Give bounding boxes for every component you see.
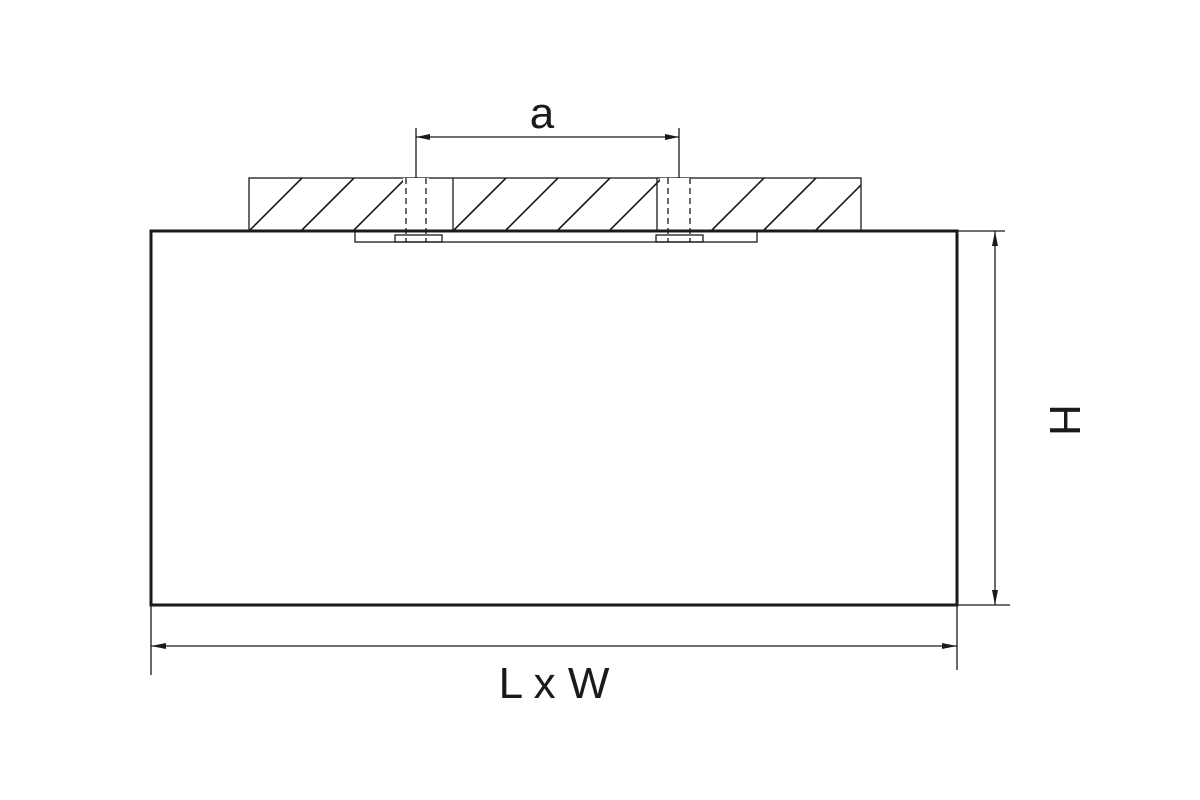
arrow-left-icon [151, 643, 166, 649]
mounting-plate-outline [248, 177, 862, 232]
arrow-left-icon [416, 134, 430, 140]
bracket-strip [354, 230, 758, 243]
mounting-bracket [354, 230, 758, 243]
dimension-lxw-label: L x W [499, 659, 610, 708]
bracket-screw-head-left [394, 234, 443, 243]
mounting-plate [248, 177, 862, 242]
dimension-h: H [957, 230, 1089, 606]
dimension-lxw: L x W [150, 605, 958, 708]
arrow-down-icon [992, 590, 998, 605]
arrow-up-icon [992, 231, 998, 246]
bracket-screw-head-right [655, 234, 704, 243]
fixture-body [149, 229, 959, 607]
arrow-right-icon [942, 643, 957, 649]
screw-hole-left [403, 178, 454, 242]
dimension-a-label: a [530, 89, 555, 138]
dimension-h-label: H [1040, 404, 1089, 436]
arrow-right-icon [665, 134, 679, 140]
dimension-a: a [415, 89, 680, 178]
mounting-plate-hatching [249, 178, 861, 231]
